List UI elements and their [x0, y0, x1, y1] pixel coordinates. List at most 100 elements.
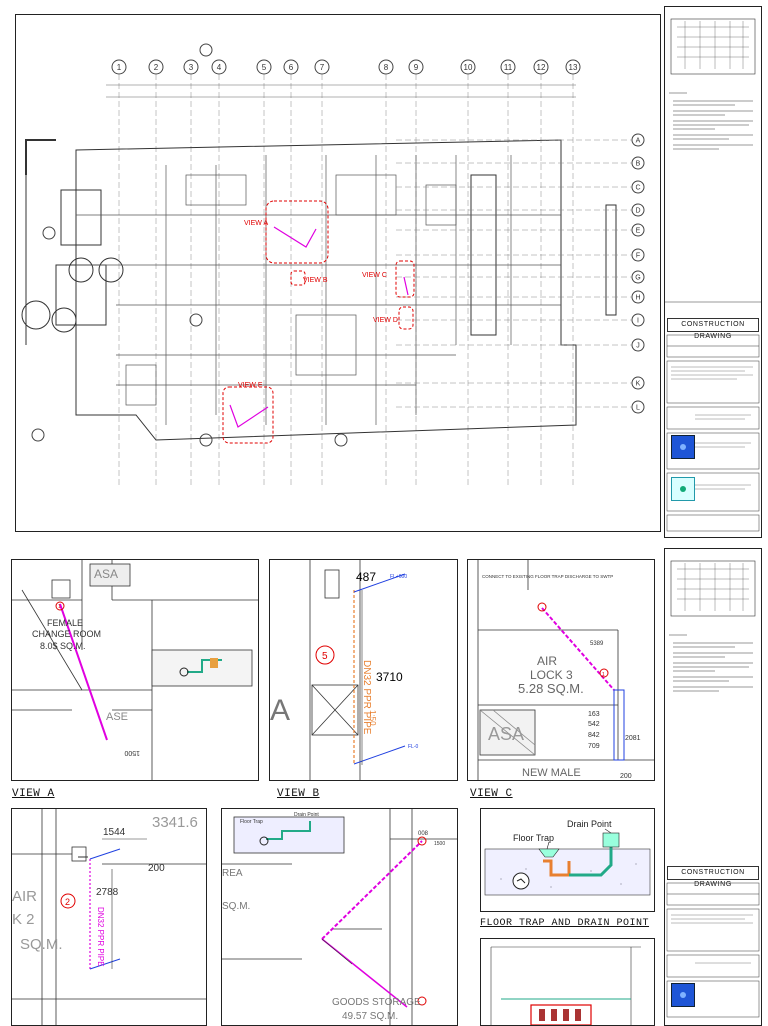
svg-text:2: 2 [154, 63, 159, 72]
view-c-marker: 1 [602, 672, 605, 678]
dim-163: 163 [588, 711, 600, 718]
dim-008: 008 [418, 831, 429, 837]
view-b-drawing: 5 487 3710 FL+600 FL-0 A DN32 PPR PIPE 1… [270, 560, 419, 780]
grid-bubble-11: 11 [500, 59, 516, 485]
dim-487: 487 [356, 570, 376, 584]
floor-trap-detail-drawing: Floor Trap Drain Point [484, 819, 651, 896]
room-air: AIR [537, 654, 557, 668]
grid-bubble-L: L [396, 400, 645, 414]
view-d-drawing: 3341.6 1544 200 2788 2 DN32 PPR PIPE AIR… [12, 809, 206, 1025]
dim-200-d: 200 [148, 863, 165, 874]
pipe-label-d: DN32 PPR PIPE [96, 907, 105, 967]
dim-3710: 3710 [376, 670, 403, 684]
key-plan-thumbnail-2 [670, 560, 756, 617]
grid-bubble-8: 8 [378, 59, 394, 485]
dim-1544: 1544 [103, 827, 126, 838]
grid-bubble-C: C [396, 180, 645, 194]
consultant-logo-icon [671, 435, 695, 459]
grid-bubble-A: A [396, 133, 645, 147]
view-d-big-text: 3341.6 [152, 814, 198, 831]
level-bottom: FL-0 [408, 744, 419, 750]
room-sqm-e: SQ.M. [222, 901, 250, 912]
floor-trap-detail-title: FLOOR TRAP AND DRAIN POINT [480, 918, 650, 929]
svg-text:I: I [637, 318, 639, 325]
view-e-panel: Floor Trap Drain Point 008 1500 REA SQ.M… [221, 808, 458, 1026]
view-e-floor-trap: Floor Trap [240, 819, 263, 825]
svg-text:B: B [636, 161, 641, 168]
view-a-panel: 1 FEMALE CHANGE ROOM 8.0$ SQ.M. ASA ASE … [11, 559, 259, 781]
grid-bubble-G: G [396, 270, 645, 284]
grid-letter-a: A [270, 694, 290, 727]
grid-bubble-4: 4 [211, 59, 227, 485]
title-block-details-2 [666, 882, 760, 1018]
grid-bubble-5: 5 [256, 59, 272, 485]
svg-text:3: 3 [189, 63, 194, 72]
svg-text:7: 7 [320, 63, 325, 72]
svg-text:A: A [636, 138, 641, 145]
grid-bubble-H: H [396, 290, 645, 304]
grid-bubble-13: 13 [565, 59, 581, 485]
view-markups [222, 200, 415, 444]
dim-542: 542 [588, 721, 600, 728]
svg-text:J: J [636, 343, 640, 350]
view-e-tag: VIEW E [238, 382, 263, 389]
svg-text:H: H [635, 295, 640, 302]
room-change-room: CHANGE ROOM [32, 629, 101, 639]
slope-b: 1:50 [368, 710, 377, 726]
svg-text:11: 11 [504, 63, 513, 72]
view-c-drawing: CONNECT TO EXISTING FLOOR TRAP DISCHARGE… [477, 560, 654, 780]
room-lock-3: LOCK 3 [530, 668, 573, 682]
svg-text:D: D [635, 208, 640, 215]
dim-842: 842 [588, 732, 600, 739]
view-b-panel: 5 487 3710 FL+600 FL-0 A DN32 PPR PIPE 1… [269, 559, 458, 781]
dim-2081: 2081 [625, 735, 641, 742]
view-a-drawing: 1 FEMALE CHANGE ROOM 8.0$ SQ.M. ASA ASE … [12, 560, 258, 780]
grid-bubble-F: F [396, 248, 645, 262]
view-b-label: VIEW B [277, 788, 320, 800]
dim-200: 200 [620, 773, 632, 780]
svg-text:C: C [635, 185, 640, 192]
view-c-note: CONNECT TO EXISTING FLOOR TRAP DISCHARGE… [482, 574, 613, 579]
pipe-label-b: DN32 PPR PIPE [361, 660, 372, 735]
general-notes-2 [669, 634, 753, 692]
grid-bubble-J: J [396, 338, 645, 352]
dim-5389: 5389 [590, 641, 604, 647]
view-a-tag: VIEW A [244, 220, 268, 227]
firm-logo-icon [671, 477, 695, 501]
svg-text:9: 9 [414, 63, 419, 72]
room-rea: REA [222, 868, 243, 879]
grid-bubble-D: D [396, 203, 645, 217]
view-a-note: 1500 [124, 749, 140, 756]
room-new-male: NEW MALE [522, 767, 581, 779]
view-a-marker: 1 [58, 604, 61, 610]
grid-bubble-2: 2 [148, 59, 164, 485]
view-c-tag: VIEW C [362, 272, 387, 279]
room-female: FEMALE [47, 618, 83, 628]
view-e-drawing: Floor Trap Drain Point 008 1500 REA SQ.M… [222, 809, 457, 1025]
grid-bubble-K: K [396, 376, 645, 390]
view-c-label: VIEW C [470, 788, 513, 800]
sheet-2: 1 FEMALE CHANGE ROOM 8.0$ SQ.M. ASA ASE … [0, 548, 768, 1026]
construction-drawing-banner: CONSTRUCTION DRAWING [667, 318, 759, 340]
grid-bubble-1: 1 [111, 59, 127, 485]
view-c-panel: CONNECT TO EXISTING FLOOR TRAP DISCHARGE… [467, 559, 655, 781]
svg-text:1: 1 [117, 63, 122, 72]
grid-bubble-I: I [396, 313, 645, 327]
svg-text:4: 4 [217, 63, 222, 72]
floor-trap-detail-panel: Floor Trap Drain Point [480, 808, 655, 912]
building-outline [21, 139, 617, 441]
svg-text:G: G [635, 275, 640, 282]
svg-text:F: F [636, 253, 640, 260]
room-asa-a: ASA [94, 567, 118, 581]
room-asa-c: ASA [488, 724, 524, 744]
grid-bubble-7: 7 [314, 59, 330, 485]
grid-bubble-10: 10 [460, 59, 476, 485]
svg-text:L: L [636, 405, 640, 412]
svg-text:10: 10 [464, 63, 473, 72]
consultant-logo-icon-2 [671, 983, 695, 1007]
svg-text:6: 6 [289, 63, 294, 72]
